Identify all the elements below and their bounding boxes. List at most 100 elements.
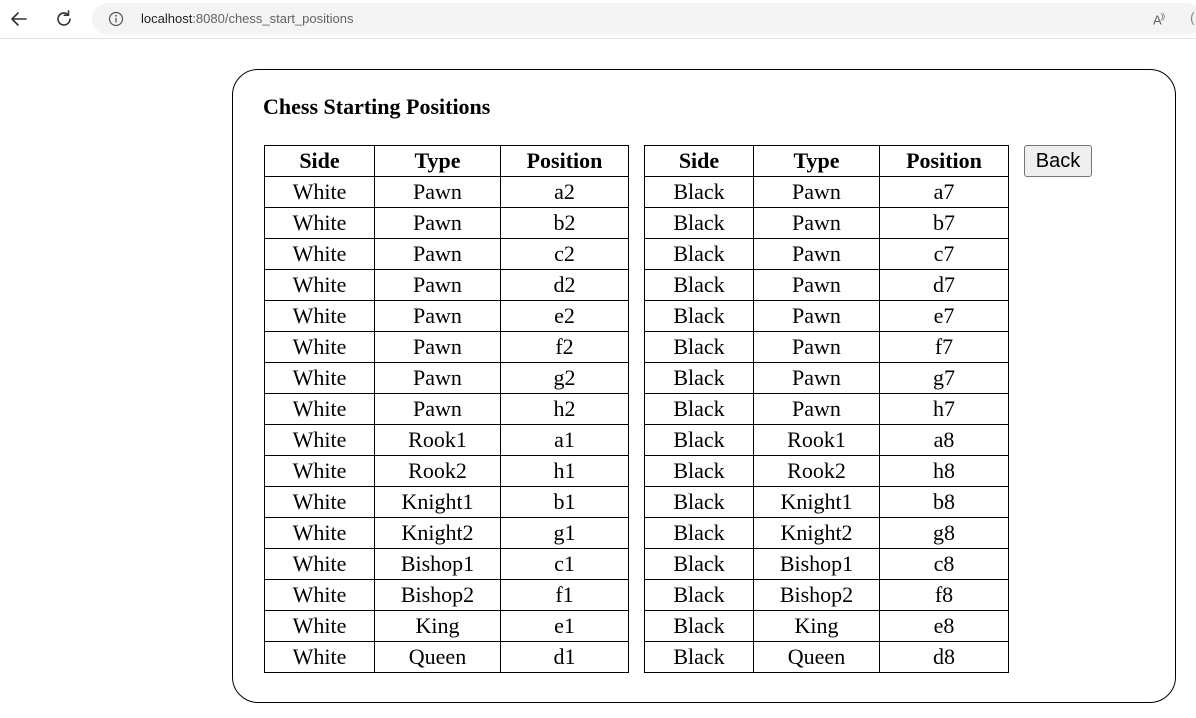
position-cell: h2	[500, 393, 629, 425]
type-cell: Knight1	[374, 486, 501, 518]
position-cell: e8	[879, 610, 1009, 642]
side-cell: Black	[644, 579, 754, 611]
type-cell: Pawn	[374, 362, 501, 394]
side-cell: Black	[644, 455, 754, 487]
position-cell: c7	[879, 238, 1009, 270]
position-cell: a8	[879, 424, 1009, 456]
side-cell: White	[264, 393, 375, 425]
browser-reload-button[interactable]	[51, 7, 77, 31]
type-cell: Bishop2	[374, 579, 501, 611]
type-cell: Pawn	[753, 393, 880, 425]
position-cell: a7	[879, 176, 1009, 208]
side-cell: White	[264, 269, 375, 301]
type-cell: Rook1	[374, 424, 501, 456]
column-header-type: Type	[753, 145, 880, 177]
position-cell: g2	[500, 362, 629, 394]
partial-toolbar-icon[interactable]: (	[1190, 9, 1195, 25]
side-cell: White	[264, 455, 375, 487]
position-cell: b7	[879, 207, 1009, 239]
position-cell: h7	[879, 393, 1009, 425]
position-cell: h8	[879, 455, 1009, 487]
url-path: :8080/chess_start_positions	[192, 11, 354, 26]
column-header-type: Type	[374, 145, 501, 177]
position-cell: d2	[500, 269, 629, 301]
position-cell: f2	[500, 331, 629, 363]
position-cell: e1	[500, 610, 629, 642]
side-cell: White	[264, 517, 375, 549]
side-cell: White	[264, 331, 375, 363]
type-cell: Knight1	[753, 486, 880, 518]
type-cell: King	[374, 610, 501, 642]
column-header-position: Position	[500, 145, 629, 177]
type-cell: Pawn	[753, 362, 880, 394]
column-header-side: Side	[264, 145, 375, 177]
type-cell: Pawn	[374, 207, 501, 239]
side-cell: White	[264, 176, 375, 208]
type-cell: Pawn	[753, 300, 880, 332]
type-cell: Pawn	[753, 269, 880, 301]
side-cell: Black	[644, 517, 754, 549]
side-cell: Black	[644, 300, 754, 332]
type-cell: Queen	[374, 641, 501, 673]
position-cell: b1	[500, 486, 629, 518]
type-cell: Pawn	[374, 269, 501, 301]
side-cell: Black	[644, 238, 754, 270]
address-bar[interactable]: localhost:8080/chess_start_positions A))…	[92, 3, 1196, 35]
side-cell: Black	[644, 486, 754, 518]
read-aloud-icon[interactable]: A))	[1153, 12, 1165, 28]
type-cell: Knight2	[374, 517, 501, 549]
side-cell: Black	[644, 393, 754, 425]
position-cell: b2	[500, 207, 629, 239]
position-cell: a1	[500, 424, 629, 456]
position-cell: g7	[879, 362, 1009, 394]
url-text[interactable]: localhost:8080/chess_start_positions	[141, 11, 353, 27]
type-cell: Pawn	[753, 176, 880, 208]
position-cell: a2	[500, 176, 629, 208]
side-cell: White	[264, 579, 375, 611]
browser-toolbar: localhost:8080/chess_start_positions A))…	[0, 0, 1196, 39]
position-cell: f7	[879, 331, 1009, 363]
type-cell: Rook1	[753, 424, 880, 456]
back-button[interactable]: Back	[1024, 145, 1092, 177]
type-cell: Rook2	[753, 455, 880, 487]
side-cell: Black	[644, 641, 754, 673]
position-cell: b8	[879, 486, 1009, 518]
type-cell: Queen	[753, 641, 880, 673]
side-cell: White	[264, 486, 375, 518]
type-cell: Pawn	[374, 393, 501, 425]
side-cell: Black	[644, 424, 754, 456]
type-cell: Rook2	[374, 455, 501, 487]
position-cell: c8	[879, 548, 1009, 580]
browser-back-button[interactable]	[6, 7, 32, 31]
side-cell: White	[264, 362, 375, 394]
type-cell: Knight2	[753, 517, 880, 549]
info-icon[interactable]	[108, 11, 124, 27]
type-cell: Pawn	[753, 207, 880, 239]
